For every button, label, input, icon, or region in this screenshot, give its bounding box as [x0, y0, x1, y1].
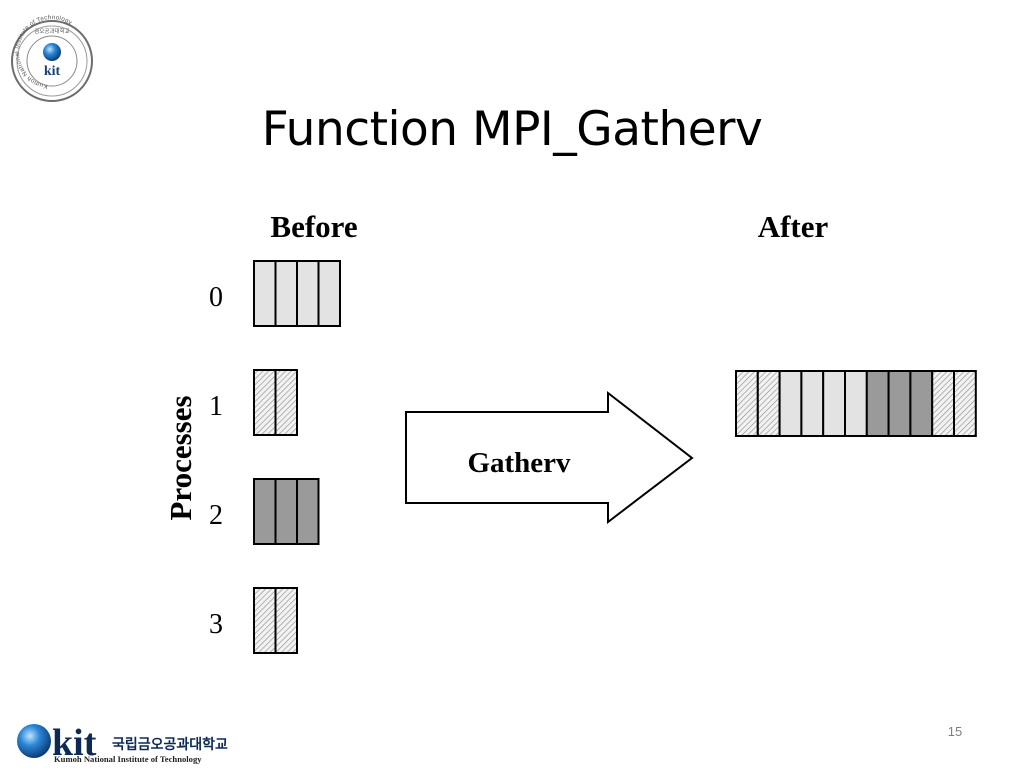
before-heading: Before [270, 209, 357, 244]
process-0-block [296, 260, 320, 327]
result-block [931, 370, 956, 437]
seal-kit-mark: kit [44, 64, 61, 79]
result-block [800, 370, 825, 437]
process-2-block [253, 478, 277, 545]
rank-label-0: 0 [209, 282, 223, 313]
footer-english-name: Kumoh National Institute of Technology [54, 754, 202, 764]
result-block [844, 370, 868, 437]
result-block [909, 370, 934, 437]
slide-title: Function MPI_Gatherv [261, 102, 763, 157]
process-0-block [253, 260, 277, 327]
result-block [887, 370, 912, 437]
process-0-block [317, 260, 341, 327]
after-heading: After [758, 209, 829, 244]
process-1-block [253, 369, 277, 436]
page-number: 15 [947, 724, 963, 739]
result-block [778, 370, 803, 437]
result-block [865, 370, 890, 437]
university-seal-logo: Kumoh National Institute of Technology 금… [11, 14, 93, 102]
rank-label-3: 3 [209, 609, 223, 640]
gathered-result-buffer [735, 370, 977, 437]
process-2-block [274, 478, 298, 545]
process-1-block [274, 369, 298, 436]
footer-kit-mark: kit [52, 722, 97, 764]
result-block [953, 370, 977, 437]
footer-globe-icon [17, 724, 51, 758]
result-block [735, 370, 759, 437]
footer-brand-logo: kit 국립금오공과대학교 Kumoh National Institute o… [17, 722, 228, 764]
process-3-block [274, 587, 298, 654]
gatherv-arrow-label: Gatherv [467, 447, 571, 479]
process-0-buffer [253, 260, 341, 327]
footer-korean-name: 국립금오공과대학교 [112, 737, 228, 753]
process-2-block [296, 478, 320, 545]
process-3-block [253, 587, 277, 654]
gatherv-arrow: Gatherv [405, 390, 694, 525]
result-block [756, 370, 781, 437]
seal-korean-text: 금오공과대학교 [34, 27, 69, 35]
seal-globe-icon [43, 43, 61, 61]
processes-axis-label: Processes [163, 395, 198, 520]
process-2-buffer [253, 478, 320, 545]
rank-label-1: 1 [209, 391, 223, 422]
result-block [822, 370, 847, 437]
process-1-buffer [253, 369, 298, 436]
rank-label-2: 2 [209, 500, 223, 531]
process-0-block [274, 260, 298, 327]
process-3-buffer [253, 587, 298, 654]
